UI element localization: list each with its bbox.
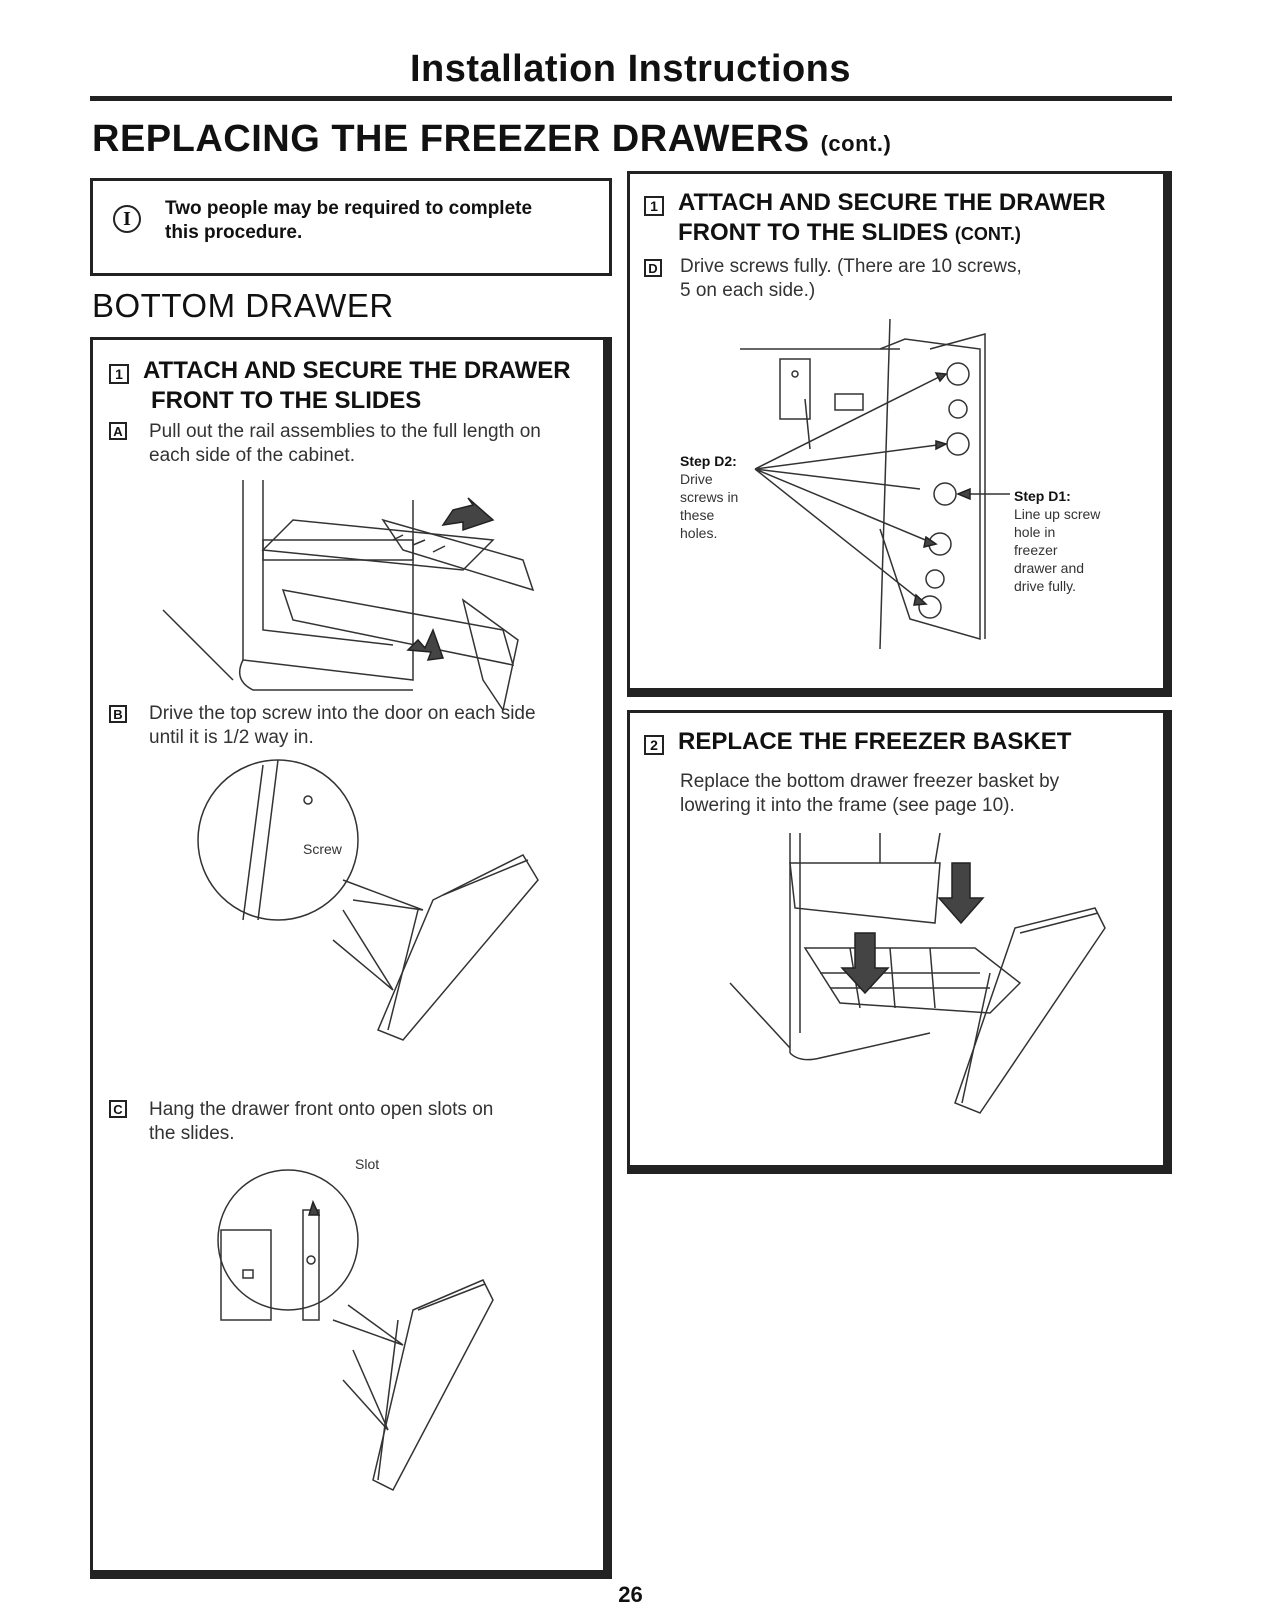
section-title-cont: (cont.) xyxy=(820,131,892,156)
step-d1-line5: drive fully. xyxy=(1014,578,1076,594)
step1-a-line1: Pull out the rail assemblies to the full… xyxy=(149,421,541,442)
section-title: REPLACING THE FREEZER DRAWERS (cont.) xyxy=(92,118,891,161)
step1-d-letter: D xyxy=(644,259,662,277)
step1-box: 1 ATTACH AND SECURE THE DRAWER FRONT TO … xyxy=(90,337,612,1579)
step2-title: REPLACE THE FREEZER BASKET xyxy=(678,728,1072,755)
page-header-title: Installation Instructions xyxy=(409,48,852,90)
step1-number: 1 xyxy=(109,364,129,384)
note-box: I Two people may be required to complete… xyxy=(90,178,612,276)
step1-d-line2: 5 on each side.) xyxy=(680,280,816,301)
step1-cont-title-line1: ATTACH AND SECURE THE DRAWER xyxy=(678,189,1106,216)
step1-c-letter: C xyxy=(109,1100,127,1118)
header-rule xyxy=(90,96,1172,101)
step-d2-line2: screws in xyxy=(680,489,739,505)
step1-b-letter: B xyxy=(109,705,127,723)
step2-number: 2 xyxy=(644,735,664,755)
step1-cont-title-text: FRONT TO THE SLIDES xyxy=(678,219,949,246)
step-d1-line1: Line up screw xyxy=(1014,506,1101,522)
drawer-screws-illustration xyxy=(740,318,1010,650)
step-d2-line4: holes. xyxy=(680,525,718,541)
step1-b-line2: until it is 1/2 way in. xyxy=(149,727,314,748)
rail-assembly-illustration xyxy=(162,480,535,712)
step2-line1: Replace the bottom drawer freezer basket… xyxy=(680,771,1060,792)
step-d2-line3: these xyxy=(680,507,715,523)
step1-cont-box: 1 ATTACH AND SECURE THE DRAWER FRONT TO … xyxy=(627,171,1172,697)
step2-line2: lowering it into the frame (see page 10)… xyxy=(680,795,1015,816)
step-d1-label: Step D1: xyxy=(1014,488,1071,504)
screw-illustration xyxy=(197,759,539,1041)
step1-cont-title-line2: FRONT TO THE SLIDES (CONT.) xyxy=(678,218,1021,249)
info-icon: I xyxy=(113,205,141,233)
freezer-basket-illustration xyxy=(729,832,1106,1114)
step1-a-letter: A xyxy=(109,422,127,440)
section-title-text: REPLACING THE FREEZER DRAWERS xyxy=(92,118,810,160)
step1-title-line2: FRONT TO THE SLIDES xyxy=(151,387,422,414)
step-d2-line1: Drive xyxy=(680,471,713,487)
step-d1-line3: freezer xyxy=(1014,542,1058,558)
slot-callout: Slot xyxy=(355,1156,380,1172)
note-text-line2: this procedure. xyxy=(165,222,303,243)
screw-callout: Screw xyxy=(303,841,342,857)
bottom-drawer-title: BOTTOM DRAWER xyxy=(92,287,394,324)
step-d2-callout: Step D2: Drive screws in these holes. xyxy=(680,452,738,542)
step1-d-line1: Drive screws fully. (There are 10 screws… xyxy=(680,256,1022,277)
page-number: 26 xyxy=(618,1582,643,1607)
step-d2-label: Step D2: xyxy=(680,453,737,469)
step-d1-line2: hole in xyxy=(1014,524,1056,540)
slot-illustration xyxy=(217,1169,494,1491)
step1-title-line1: ATTACH AND SECURE THE DRAWER xyxy=(143,357,571,384)
step-d1-callout: Step D1: Line up screw hole in freezer d… xyxy=(1014,487,1100,595)
step1-c-line2: the slides. xyxy=(149,1123,235,1144)
step-d1-line4: drawer and xyxy=(1014,560,1085,576)
step1-b-line1: Drive the top screw into the door on eac… xyxy=(149,703,536,724)
step1-cont-cont: (CONT.) xyxy=(954,224,1021,244)
step1-a-line2: each side of the cabinet. xyxy=(149,445,355,466)
note-text-line1: Two people may be required to complete xyxy=(165,198,533,219)
step2-box: 2 REPLACE THE FREEZER BASKET Replace the… xyxy=(627,710,1172,1174)
step1-c-line1: Hang the drawer front onto open slots on xyxy=(149,1099,494,1120)
step1-cont-number: 1 xyxy=(644,196,664,216)
